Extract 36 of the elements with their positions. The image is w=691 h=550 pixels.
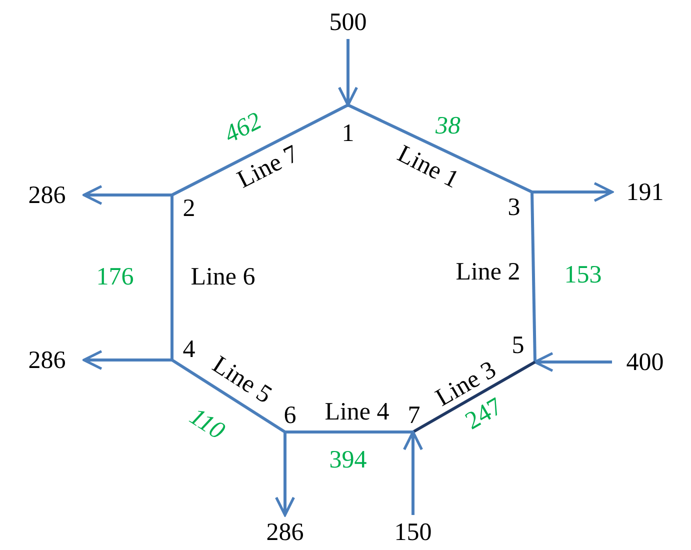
pipe-line: [412, 360, 536, 434]
edge-label: Line 1: [394, 141, 462, 193]
flow-arrow: [532, 182, 614, 202]
junction-number: 4: [177, 334, 201, 364]
flow-value: 150: [378, 515, 448, 549]
flow-arrow: [82, 184, 172, 206]
junction-number: 7: [402, 400, 426, 430]
flow-value: 191: [612, 175, 678, 209]
flow-rate-label: 153: [564, 262, 602, 288]
edge-label: Line 4: [324, 400, 390, 424]
flow-value: 286: [250, 515, 320, 549]
flow-arrow: [274, 432, 296, 516]
junction-number: 5: [506, 330, 530, 360]
flow-value: 286: [10, 178, 84, 212]
flow-rate-label: 176: [96, 264, 134, 290]
junction-number: 3: [502, 192, 526, 222]
junction-number: 6: [278, 400, 302, 430]
junction-number: 2: [177, 193, 201, 223]
pipe-line: [170, 195, 174, 360]
edge-label: Line 6: [190, 264, 256, 290]
flow-arrow: [338, 39, 358, 106]
flow-rate-label: 394: [329, 448, 367, 472]
flow-rate-label: 38: [436, 114, 460, 138]
flow-arrow: [402, 430, 424, 515]
pipe-line: [347, 104, 533, 194]
flow-value: 286: [10, 343, 84, 377]
edge-label: Line 2: [456, 260, 520, 284]
pipe-line: [171, 104, 349, 196]
flow-value: 500: [318, 5, 378, 39]
pipe-line: [171, 358, 286, 434]
pipe-line: [530, 192, 536, 362]
flow-arrow: [82, 350, 172, 370]
flow-arrow: [534, 352, 612, 372]
junction-number: 1: [336, 118, 360, 148]
flow-value: 400: [612, 345, 678, 379]
pipe-line: [285, 430, 413, 434]
